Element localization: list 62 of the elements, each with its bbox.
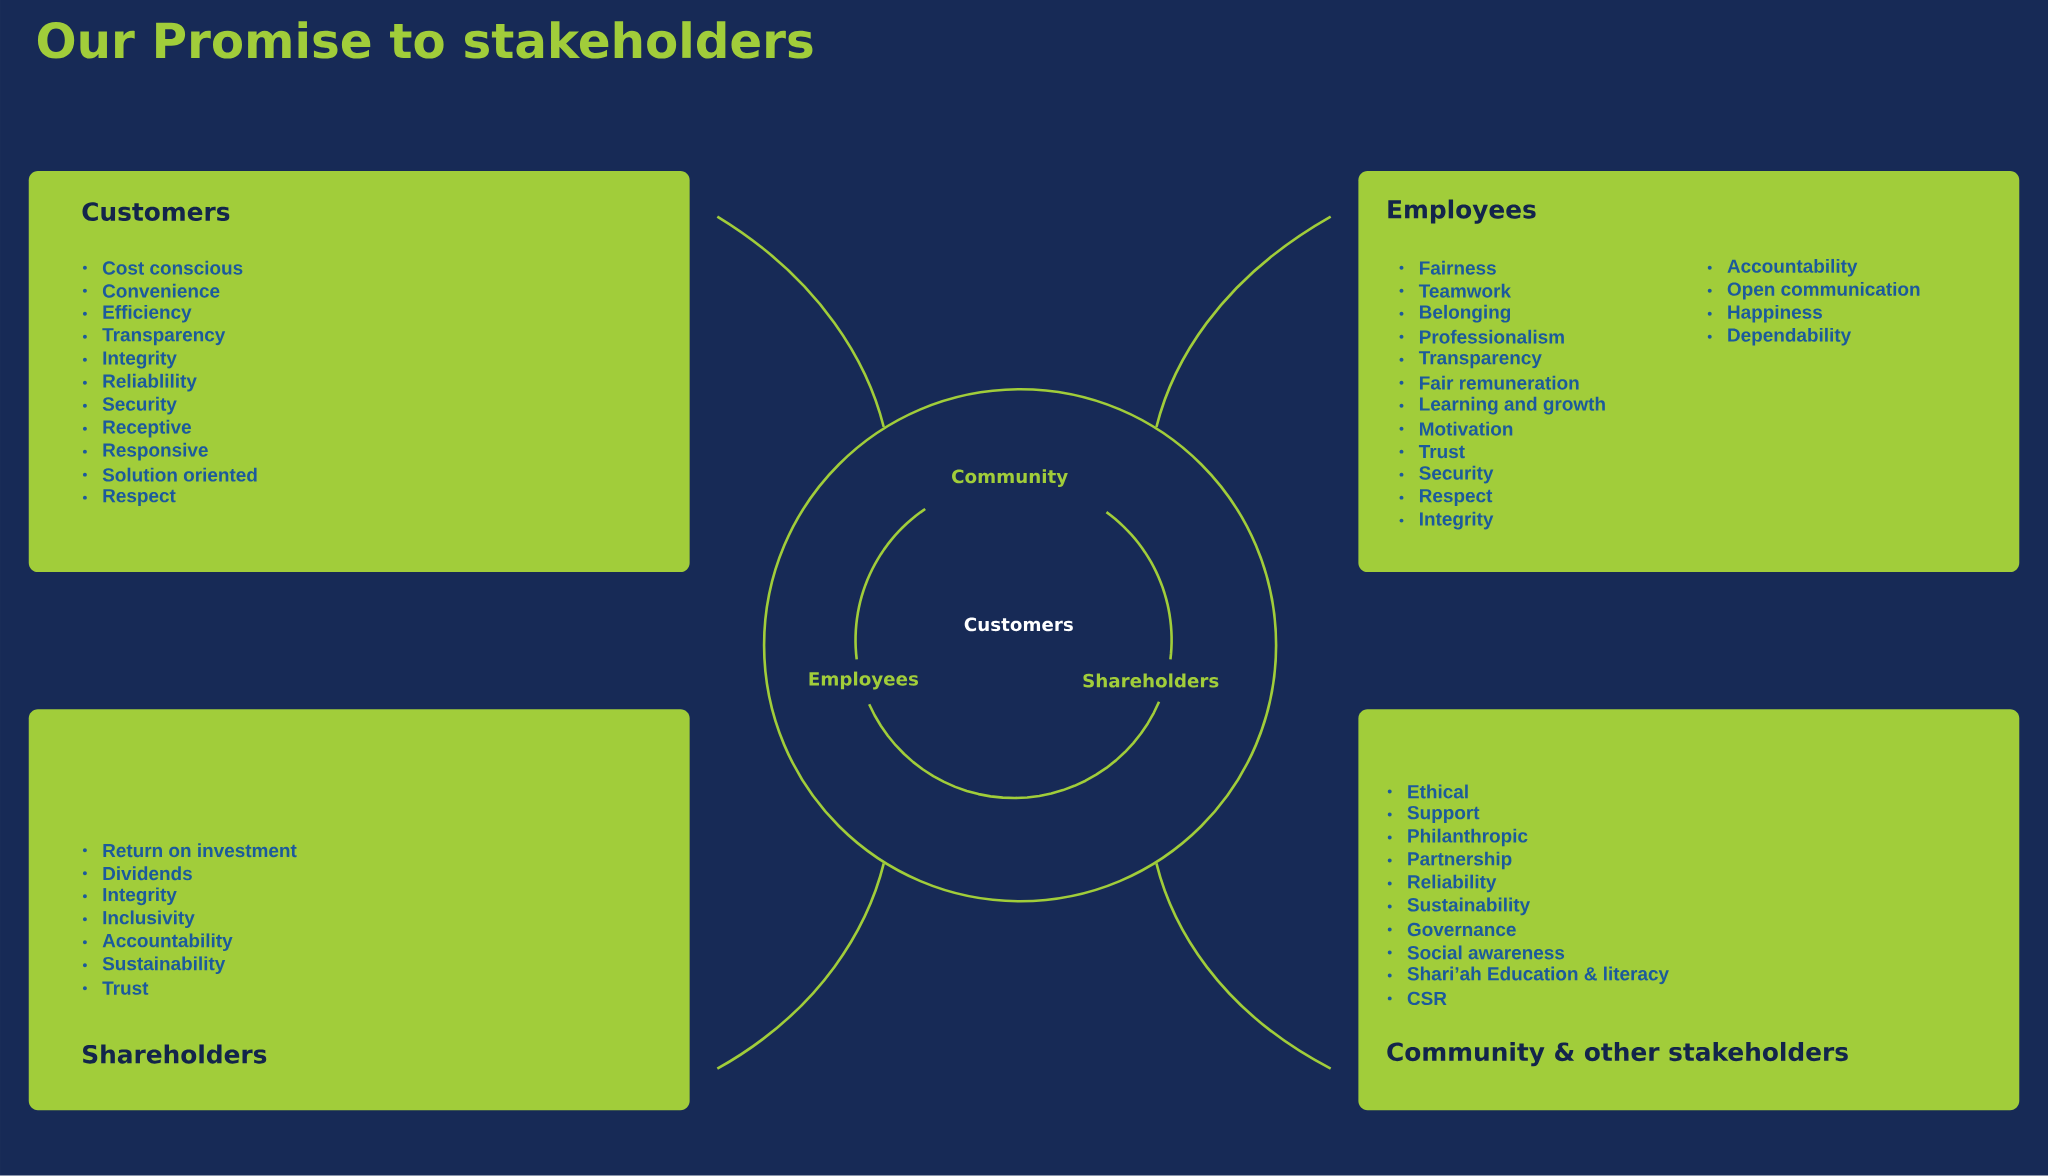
- list-item: Sustainability: [1387, 897, 1530, 916]
- list-item: Open communication: [1707, 282, 1920, 300]
- stakeholder-card: [1358, 171, 2020, 573]
- title: Our Promise to stakeholders: [37, 21, 813, 59]
- connector-curve: [716, 863, 885, 1071]
- list-item: Sustainability: [82, 956, 226, 975]
- list-item: Return on investment: [82, 843, 297, 858]
- list-item: Trust: [1399, 445, 1465, 459]
- list-item: Reliablility: [82, 374, 197, 392]
- list-item: CSR: [1387, 991, 1447, 1006]
- list-item: Fair remuneration: [1399, 376, 1579, 390]
- list-item: Governance: [1387, 923, 1516, 937]
- list-item: Social awareness: [1387, 945, 1565, 960]
- list-item: Respect: [82, 489, 176, 507]
- list-item: Reliability: [1387, 874, 1497, 893]
- connector-curve: [1155, 215, 1332, 428]
- connector-curve: [1155, 863, 1332, 1071]
- list-item: Receptive: [82, 420, 191, 438]
- list-item: Responsive: [82, 443, 208, 461]
- ring-label: Shareholders: [1083, 673, 1219, 688]
- stakeholder-card: [1358, 709, 2020, 1111]
- list-item: Happiness: [1707, 305, 1822, 323]
- list-item: Belonging: [1399, 305, 1511, 323]
- list-item: Integrity: [82, 351, 177, 369]
- outer-ring: [762, 388, 1278, 903]
- list-item: Transparency: [1399, 351, 1542, 369]
- list-item: Fairness: [1399, 261, 1496, 275]
- list-item: Dependability: [1707, 328, 1852, 346]
- list-item: Convenience: [82, 284, 220, 298]
- list-item: Security: [1399, 466, 1494, 484]
- list-item: Learning and growth: [1399, 397, 1605, 415]
- card-heading: Shareholders: [83, 1044, 267, 1064]
- list-item: Accountability: [82, 933, 233, 952]
- card-heading: Customers: [82, 202, 230, 222]
- center-label: Customers: [964, 617, 1073, 632]
- list-item: Security: [82, 397, 177, 415]
- list-item: Philanthropic: [1387, 828, 1528, 847]
- list-item: Accountability: [1707, 259, 1858, 277]
- list-item: Trust: [82, 981, 149, 996]
- list-item: Transparency: [82, 328, 226, 346]
- ring-label: Community: [952, 469, 1068, 488]
- card-heading: Community & other stakeholders: [1387, 1042, 1848, 1067]
- connector-curve: [716, 215, 885, 428]
- stakeholder-card: [28, 171, 690, 573]
- list-item: Partnership: [1387, 851, 1512, 870]
- list-item: Integrity: [82, 887, 177, 906]
- list-item: Solution oriented: [82, 467, 257, 482]
- list-item: Respect: [1399, 489, 1493, 507]
- list-item: Professionalism: [1399, 330, 1564, 344]
- list-item: Shari’ah Education & literacy: [1387, 966, 1669, 985]
- list-item: Efficiency: [82, 305, 192, 323]
- list-item: Support: [1387, 806, 1480, 824]
- list-item: Teamwork: [1399, 284, 1511, 298]
- card-heading: Employees: [1388, 199, 1536, 224]
- list-item: Integrity: [1399, 512, 1494, 530]
- stakeholder-card: [28, 709, 690, 1111]
- list-item: Motivation: [1399, 421, 1513, 436]
- ring-label: Employees: [809, 671, 919, 690]
- list-item: Dividends: [82, 866, 192, 881]
- list-item: Cost conscious: [82, 261, 243, 275]
- list-item: Inclusivity: [82, 910, 195, 929]
- list-item: Ethical: [1387, 784, 1468, 799]
